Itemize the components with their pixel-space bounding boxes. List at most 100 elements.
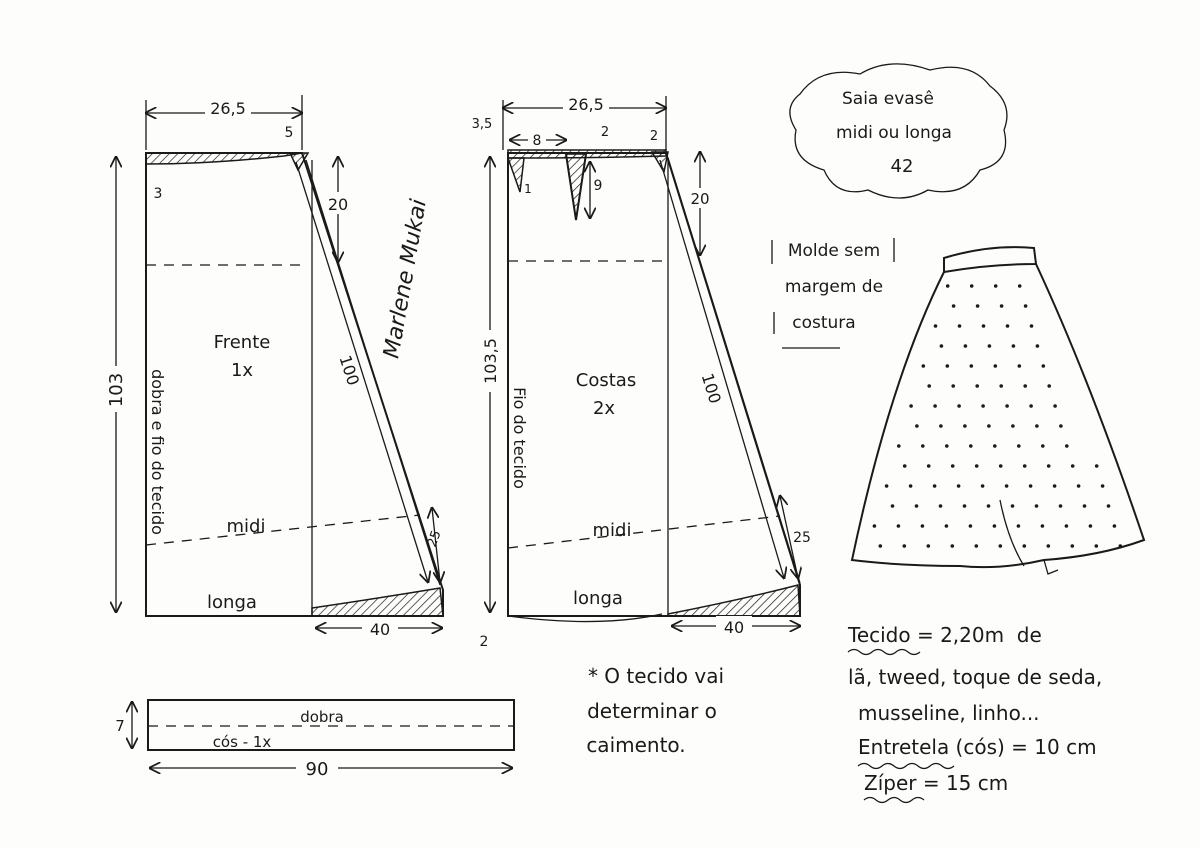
title-cloud: Saia evasê midi ou longa 42 bbox=[789, 63, 1008, 199]
skirt-dot bbox=[944, 524, 949, 528]
skirt-dot bbox=[1058, 504, 1063, 508]
skirt-dot bbox=[945, 364, 950, 368]
skirt-dot bbox=[1034, 504, 1039, 508]
skirt-dot bbox=[1041, 364, 1046, 368]
skirt-dot bbox=[1100, 484, 1105, 488]
waistband-fold: dobra bbox=[300, 708, 344, 726]
skirt-dot bbox=[951, 384, 955, 388]
skirt-dot bbox=[927, 384, 931, 388]
skirt-dot bbox=[950, 464, 955, 468]
skirt-dot bbox=[1035, 424, 1039, 428]
skirt-dot bbox=[975, 384, 979, 388]
back-longa-label: longa bbox=[573, 588, 623, 609]
skirt-dot bbox=[969, 444, 973, 448]
skirt-dot bbox=[1035, 344, 1040, 348]
skirt-dot bbox=[980, 484, 985, 488]
skirt-dot bbox=[1106, 504, 1111, 508]
skirt-dot bbox=[938, 504, 943, 508]
skirt-dot bbox=[1088, 524, 1093, 528]
skirt-dot bbox=[921, 364, 926, 368]
back-bottom-drop: 2 bbox=[480, 634, 489, 650]
skirt-dot bbox=[1065, 444, 1069, 448]
materials-line1: Tecido = 2,20m de bbox=[847, 623, 1042, 647]
skirt-dot bbox=[969, 364, 974, 368]
fabric-note-line3: caimento. bbox=[586, 733, 685, 757]
skirt-dot bbox=[1005, 404, 1009, 408]
fabric-note: * O tecido vai determinar o caimento. bbox=[586, 664, 724, 757]
front-hem-ext: 40 bbox=[370, 620, 390, 639]
skirt-dot bbox=[987, 344, 992, 348]
fabric-note-line2: determinar o bbox=[587, 699, 717, 723]
back-diagonal: 100 bbox=[698, 371, 725, 406]
skirt-dot bbox=[896, 524, 901, 528]
skirt-dot bbox=[1082, 504, 1087, 508]
back-top-width: 26,5 bbox=[568, 95, 604, 114]
back-piece-name: Costas bbox=[576, 370, 636, 391]
skirt-dot bbox=[872, 524, 877, 528]
back-hem-ext: 40 bbox=[724, 618, 744, 637]
back-pattern-piece: 26,5 3,5 8 2 2 1 9 20 103,5 Fio do tecid… bbox=[472, 95, 811, 650]
skirt-dot bbox=[1064, 524, 1069, 528]
front-piece-name: Frente bbox=[214, 332, 271, 353]
skirt-dot bbox=[1029, 324, 1034, 328]
skirt-dot bbox=[957, 404, 961, 408]
skirt-dot bbox=[920, 524, 925, 528]
skirt-dot bbox=[1059, 424, 1063, 428]
skirt-dot bbox=[1010, 504, 1015, 508]
skirt-dot bbox=[956, 484, 961, 488]
skirt-dot bbox=[993, 444, 997, 448]
materials-line5: Zíper = 15 cm bbox=[864, 771, 1008, 795]
skirt-dot bbox=[1016, 524, 1021, 528]
back-grain-label: Fio do tecido bbox=[510, 387, 529, 489]
skirt-dot bbox=[999, 384, 1003, 388]
skirt-dot bbox=[939, 344, 944, 348]
back-dart-width: 2 bbox=[601, 125, 609, 140]
waistband-height: 7 bbox=[115, 717, 125, 735]
skirt-dot bbox=[1047, 384, 1051, 388]
skirt-dot bbox=[993, 364, 998, 368]
skirt-dot bbox=[933, 324, 938, 328]
materials-line2: lã, tweed, toque de seda, bbox=[848, 665, 1102, 689]
front-midi-label: midi bbox=[227, 516, 266, 537]
skirt-dot bbox=[975, 304, 980, 308]
title-line1: Saia evasê bbox=[842, 89, 934, 109]
skirt-dot bbox=[969, 284, 974, 288]
skirt-dot bbox=[951, 304, 956, 308]
skirt-dot bbox=[908, 484, 913, 488]
skirt-dot bbox=[902, 464, 907, 468]
skirt-dot bbox=[987, 424, 991, 428]
front-waist-drop: 3 bbox=[154, 186, 163, 202]
front-hip-depth: 20 bbox=[328, 195, 348, 214]
materials-list: Tecido = 2,20m de lã, tweed, toque de se… bbox=[847, 623, 1102, 804]
front-length: 103 bbox=[106, 373, 127, 407]
skirt-dot bbox=[897, 444, 901, 448]
skirt-dot bbox=[926, 544, 931, 548]
skirt-dot bbox=[945, 444, 949, 448]
front-fold-label: dobra e fio do tecido bbox=[148, 369, 167, 535]
skirt-dot bbox=[1070, 464, 1075, 468]
skirt-dot bbox=[939, 424, 943, 428]
skirt-dot bbox=[981, 324, 986, 328]
note-line1: Molde sem bbox=[788, 241, 880, 261]
skirt-dot bbox=[902, 544, 907, 548]
skirt-dot bbox=[1070, 544, 1075, 548]
signature: Marlene Mukai bbox=[379, 197, 432, 360]
back-side-drop: 1 bbox=[524, 182, 532, 196]
back-hem-rise: 25 bbox=[793, 530, 811, 546]
skirt-dot bbox=[993, 284, 998, 288]
skirt-dot bbox=[999, 304, 1004, 308]
back-length: 103,5 bbox=[481, 338, 500, 384]
skirt-dot bbox=[1053, 404, 1057, 408]
skirt-dot bbox=[1040, 524, 1045, 528]
skirt-dot bbox=[998, 464, 1003, 468]
skirt-dot bbox=[974, 464, 979, 468]
back-dart-depth: 9 bbox=[594, 178, 603, 194]
skirt-dot bbox=[1094, 544, 1099, 548]
front-side-ext: 5 bbox=[285, 125, 294, 141]
skirt-dot bbox=[1052, 484, 1057, 488]
skirt-dot bbox=[1041, 444, 1045, 448]
materials-line4: Entretela (cós) = 10 cm bbox=[858, 735, 1097, 759]
waistband-length: 90 bbox=[306, 759, 329, 780]
skirt-dot bbox=[878, 544, 883, 548]
